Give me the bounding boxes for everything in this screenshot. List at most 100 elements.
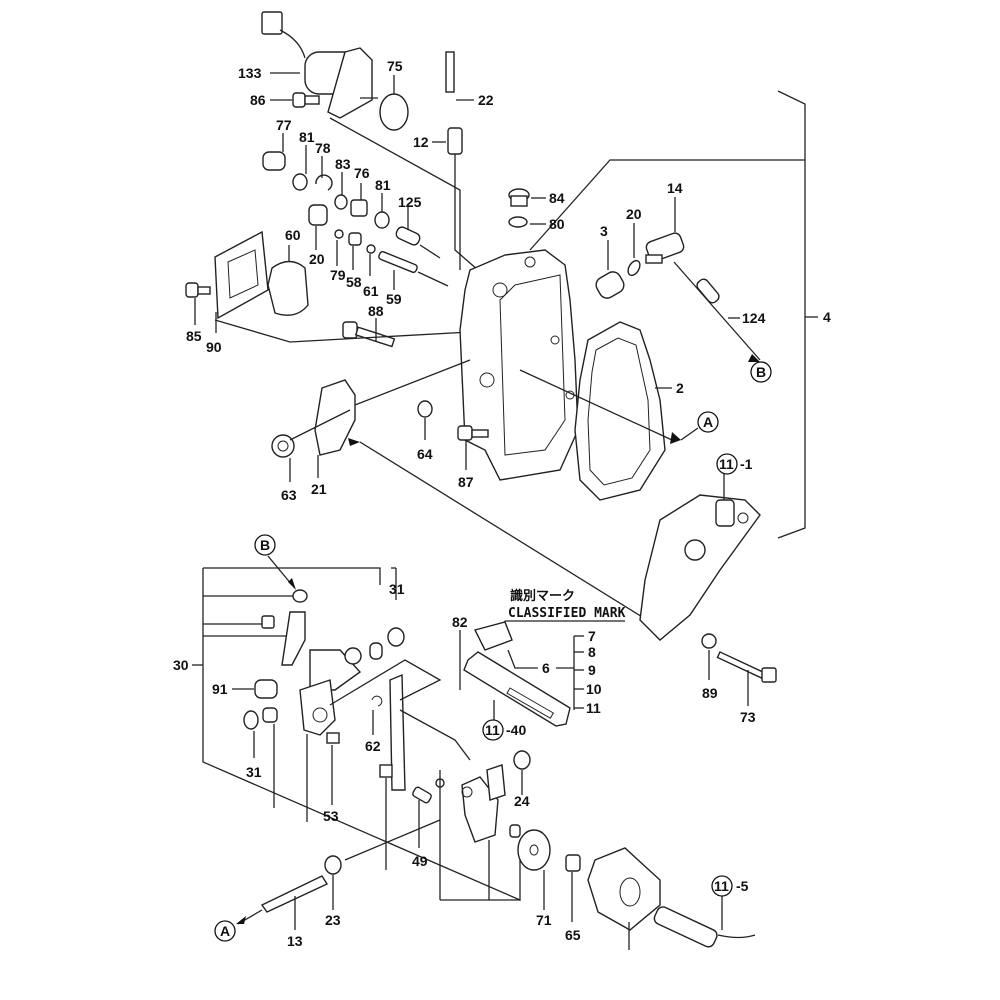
callout-71: 65	[565, 927, 581, 943]
hook-plate[interactable]	[379, 764, 393, 778]
group-ref-11-5-number: 11	[714, 878, 729, 894]
callout-91: 91	[212, 681, 228, 697]
cap-77[interactable]	[262, 151, 286, 171]
callout-90: 90	[206, 339, 222, 355]
classified-mark-jp: 識別マーク	[510, 588, 575, 604]
callout-11: 11	[586, 700, 601, 716]
housing-65[interactable]	[587, 847, 661, 931]
bolt-86[interactable]	[292, 92, 320, 108]
callout-24: 24	[514, 793, 530, 809]
callout-13: 13	[287, 933, 303, 949]
bolt-88[interactable]	[342, 321, 396, 348]
callout-21: 21	[311, 481, 327, 497]
callout-125: 125	[398, 194, 422, 210]
lever-body[interactable]	[299, 679, 336, 736]
callout-8: 8	[588, 644, 596, 660]
shaft-13[interactable]	[260, 875, 329, 913]
callout-80: 80	[549, 216, 565, 232]
o-ring-79[interactable]	[334, 229, 344, 239]
gasket-2[interactable]	[574, 321, 666, 501]
spring-22[interactable]	[445, 51, 455, 93]
group-ref-11-5	[711, 875, 733, 897]
screw-59[interactable]	[378, 251, 418, 273]
clip-78[interactable]	[315, 174, 333, 191]
sleeve-bottom[interactable]	[262, 707, 278, 723]
sleeve-20[interactable]	[593, 269, 627, 301]
clip-62[interactable]	[371, 695, 383, 707]
screw-b[interactable]	[292, 589, 308, 603]
injection-pump-body[interactable]	[639, 494, 761, 641]
ref-marker-a-bottom	[214, 920, 236, 942]
bolt-91[interactable]	[254, 679, 278, 699]
callout-62: 62	[365, 738, 381, 754]
callout-58: 58	[346, 274, 362, 290]
weight-holder-72[interactable]	[517, 829, 551, 871]
callout-124: 124	[742, 310, 766, 326]
washer-31-top[interactable]	[387, 627, 405, 647]
callout-81b: 81	[375, 177, 391, 193]
ref-marker-b-top	[750, 361, 772, 383]
bolt-87[interactable]	[457, 425, 489, 441]
callout-59: 59	[386, 291, 402, 307]
nut-89[interactable]	[701, 633, 717, 649]
washer-81a[interactable]	[292, 173, 308, 191]
classified-mark-en: CLASSIFIED MARK	[508, 606, 626, 621]
control-rack[interactable]	[463, 651, 571, 727]
o-ring-61[interactable]	[366, 244, 376, 254]
bushing-64[interactable]	[417, 400, 433, 418]
group-ref-11-1	[716, 453, 738, 475]
collar[interactable]	[369, 642, 383, 660]
callout-87: 87	[458, 474, 474, 490]
bushing-58[interactable]	[348, 232, 362, 246]
adjuster-14[interactable]	[645, 231, 686, 264]
callout-85: 85	[186, 328, 202, 344]
callout-9: 9	[588, 662, 596, 678]
washer-31-bottom[interactable]	[243, 710, 259, 730]
nut-63[interactable]	[271, 434, 295, 458]
stopper-plate[interactable]	[281, 611, 306, 666]
washer-24[interactable]	[513, 750, 531, 770]
callout-30: 30	[173, 657, 189, 673]
gasket-90[interactable]	[214, 230, 269, 320]
callout-23: 23	[325, 912, 341, 928]
nut-76[interactable]	[350, 199, 368, 217]
nut-71[interactable]	[565, 854, 581, 872]
spring-53[interactable]	[326, 732, 340, 744]
plug-84[interactable]	[508, 188, 530, 207]
fork-lever-arm[interactable]	[486, 764, 506, 801]
washer-81b[interactable]	[374, 211, 390, 229]
spring-125[interactable]	[395, 225, 422, 246]
spring-124[interactable]	[695, 277, 721, 305]
callout-49: 49	[412, 853, 428, 869]
bolt-85[interactable]	[185, 282, 211, 298]
callout-79: 79	[330, 267, 346, 283]
pin-small[interactable]	[509, 824, 521, 838]
governor-housing[interactable]	[459, 249, 579, 481]
o-ring-60[interactable]	[626, 259, 643, 278]
callout-73: 73	[740, 709, 756, 725]
o-ring-75[interactable]	[379, 93, 409, 131]
group-ref-11-1-number: 11	[719, 456, 734, 472]
callout-3: 60	[285, 227, 301, 243]
bolt-73[interactable]	[716, 651, 777, 683]
bolt-small[interactable]	[261, 615, 275, 629]
callout-81a: 81	[299, 129, 315, 145]
callout-7: 7	[588, 628, 596, 644]
classified-plate[interactable]	[473, 621, 513, 651]
ref-marker-a-top	[697, 411, 719, 433]
callout-86: 86	[250, 92, 266, 108]
callout-61: 61	[363, 283, 379, 299]
washer-83[interactable]	[334, 194, 348, 210]
plug-12[interactable]	[447, 127, 463, 155]
link-plate[interactable]	[389, 673, 406, 791]
solenoid-part[interactable]	[261, 11, 378, 119]
cap-74[interactable]	[308, 204, 328, 226]
washer-80[interactable]	[508, 216, 528, 228]
solenoid-valve-11-5[interactable]	[652, 905, 756, 949]
spring-49[interactable]	[412, 786, 433, 804]
washer-23[interactable]	[324, 855, 342, 875]
o-ring-3[interactable]	[267, 260, 309, 316]
callout-133: 133	[238, 65, 262, 81]
group-ref-11-40	[482, 719, 504, 741]
